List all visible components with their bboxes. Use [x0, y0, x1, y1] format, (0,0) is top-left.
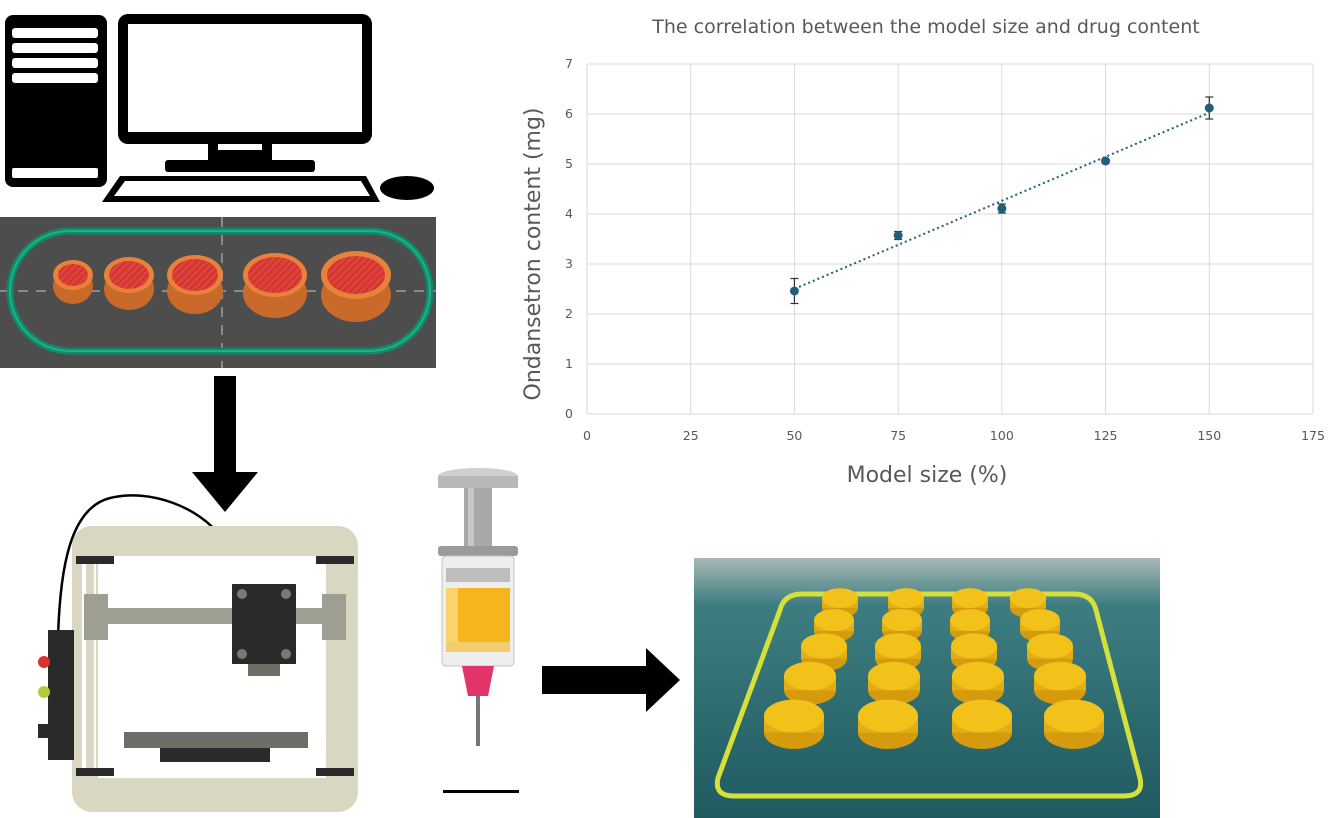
data-point — [789, 286, 799, 296]
x-tick-label: 175 — [1301, 428, 1325, 443]
tablet — [814, 609, 854, 631]
y-tick-label: 6 — [565, 106, 573, 121]
tablet — [1027, 633, 1073, 659]
tablet — [784, 661, 836, 691]
printed-tablets-photo — [694, 558, 1160, 818]
x-tick-label: 50 — [786, 428, 802, 443]
y-axis-label: Ondansetron content (mg) — [521, 107, 546, 400]
tablet — [888, 588, 924, 608]
syringe-extruder-icon — [438, 468, 519, 793]
x-tick-label: 100 — [990, 428, 1014, 443]
arrow-down-icon — [192, 376, 258, 512]
tablet-grid — [764, 588, 1104, 749]
tablet — [1034, 661, 1086, 691]
slicer-software-view — [0, 217, 436, 368]
x-tick-label: 75 — [890, 428, 906, 443]
tablet — [764, 699, 824, 733]
tablet — [875, 633, 921, 659]
x-tick-label: 0 — [583, 428, 591, 443]
desktop-computer-icon — [5, 14, 434, 202]
x-tick-label: 25 — [683, 428, 699, 443]
y-tick-label: 1 — [565, 356, 573, 371]
data-point — [1204, 103, 1214, 113]
y-tick-label: 2 — [565, 306, 573, 321]
x-axis-label: Model size (%) — [847, 463, 1008, 488]
tablet — [801, 633, 847, 659]
tablet — [950, 609, 990, 631]
y-tick-label: 5 — [565, 156, 573, 171]
chart-trendline — [794, 111, 1210, 290]
chart-title: The correlation between the model size a… — [652, 16, 1200, 38]
tablet — [1010, 588, 1046, 608]
tablet — [952, 699, 1012, 733]
3d-printer-icon — [38, 494, 358, 812]
tablet — [952, 661, 1004, 691]
chart-ticks: 0 25 50 75 100 125 150 175 0 1 2 3 4 5 6 7 — [565, 56, 1325, 443]
tablet — [1044, 699, 1104, 733]
tablet — [858, 699, 918, 733]
chart-grid — [586, 63, 1314, 415]
y-tick-label: 7 — [565, 56, 573, 71]
chart-points — [789, 96, 1214, 305]
tablet — [822, 588, 858, 608]
data-point — [997, 204, 1007, 213]
trendline — [794, 111, 1210, 290]
tablet — [951, 633, 997, 659]
x-tick-label: 150 — [1197, 428, 1221, 443]
y-tick-label: 4 — [565, 206, 573, 221]
arrow-right-icon — [542, 648, 680, 712]
tablet — [868, 661, 920, 691]
data-point — [1101, 156, 1111, 166]
y-tick-label: 3 — [565, 256, 573, 271]
tablet — [952, 588, 988, 608]
y-tick-label: 0 — [565, 406, 573, 421]
x-tick-label: 125 — [1094, 428, 1118, 443]
tablet — [882, 609, 922, 631]
tablet-models — [53, 251, 391, 322]
tablet — [1020, 609, 1060, 631]
data-point — [893, 231, 903, 240]
